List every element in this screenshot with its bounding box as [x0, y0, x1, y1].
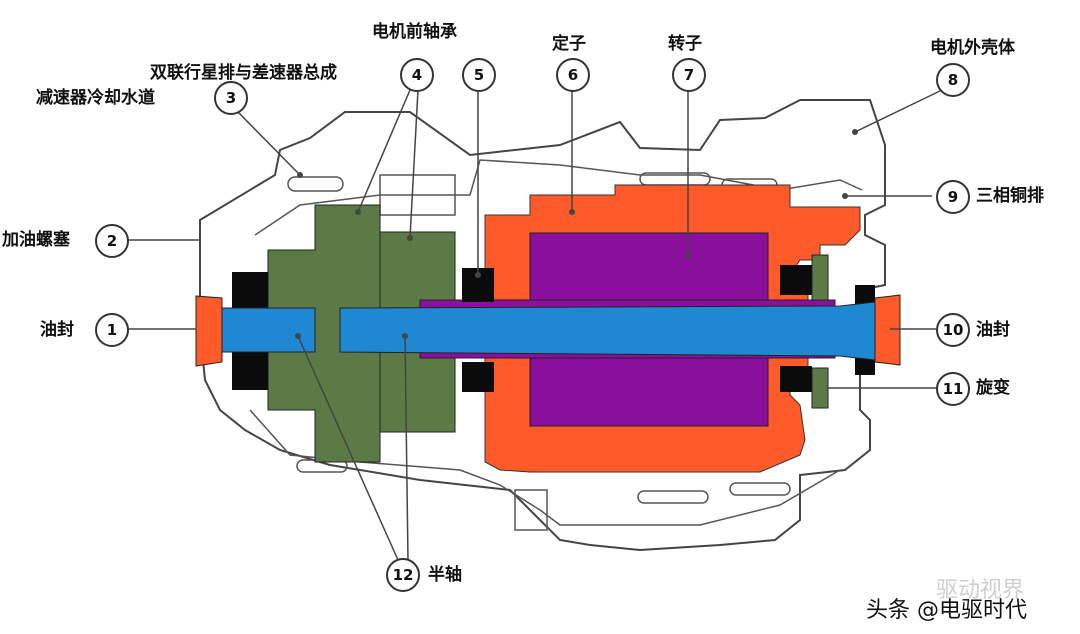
resolver [811, 367, 829, 409]
half-shaft-right [339, 301, 876, 361]
callout-number-8: 8 [936, 63, 970, 97]
mounting-boss [379, 174, 456, 216]
label-oil-seal-right: 油封 [976, 320, 1010, 340]
label-motor-housing: 电机外壳体 [930, 38, 1015, 58]
label-reducer-cooling-channel: 减速器冷却水道 [36, 88, 155, 108]
leader-dot [685, 253, 691, 259]
callout-number-6: 6 [556, 58, 590, 92]
resolver [811, 254, 829, 301]
label-resolver: 旋变 [976, 378, 1010, 398]
coolant-channel [287, 176, 344, 192]
source-credit: 头条 @电驱时代 [866, 598, 1027, 623]
leader-dot [842, 193, 848, 199]
callout-number-5: 5 [462, 58, 496, 92]
label-fill-plug: 加油螺塞 [2, 230, 70, 250]
leader-dot [355, 209, 361, 215]
leader-dot [402, 333, 408, 339]
callout-number-1: 1 [95, 313, 129, 347]
leader-dot [475, 272, 481, 278]
label-planetary-differential-assembly: 双联行星排与差速器总成 [150, 63, 337, 83]
label-stator: 定子 [552, 34, 586, 54]
left-bearing [232, 352, 268, 390]
callout-number-4: 4 [400, 58, 434, 92]
rear-bearing [780, 265, 812, 295]
front-motor-bearing [462, 362, 494, 392]
leader-dot [569, 209, 575, 215]
leader-dot [297, 172, 303, 178]
callout-number-9: 9 [936, 180, 970, 214]
label-rotor: 转子 [668, 34, 702, 54]
callout-number-2: 2 [95, 224, 129, 258]
coolant-channel [729, 482, 791, 496]
label-half-shaft: 半轴 [428, 565, 462, 585]
oil-seal-right [874, 294, 901, 366]
callout-number-10: 10 [936, 313, 970, 347]
label-oil-seal-left: 油封 [40, 320, 74, 340]
oil-seal-left [195, 295, 223, 367]
mounting-foot [514, 489, 548, 531]
callout-number-12: 12 [386, 558, 420, 592]
callout-number-3: 3 [214, 81, 248, 115]
callout-number-7: 7 [672, 58, 706, 92]
leader-dot [852, 129, 858, 135]
left-bearing [232, 272, 268, 310]
leader-dot [295, 333, 301, 339]
coolant-channel [637, 490, 709, 504]
half-shaft-left [211, 307, 316, 353]
label-three-phase-busbar: 三相铜排 [976, 186, 1044, 206]
callout-number-11: 11 [936, 372, 970, 406]
leader-lines [126, 89, 943, 561]
label-motor-front-bearing: 电机前轴承 [372, 22, 457, 42]
rear-bearing [780, 366, 812, 392]
leader-dot [407, 235, 413, 241]
watermark: 驱动视界 [936, 578, 1025, 603]
